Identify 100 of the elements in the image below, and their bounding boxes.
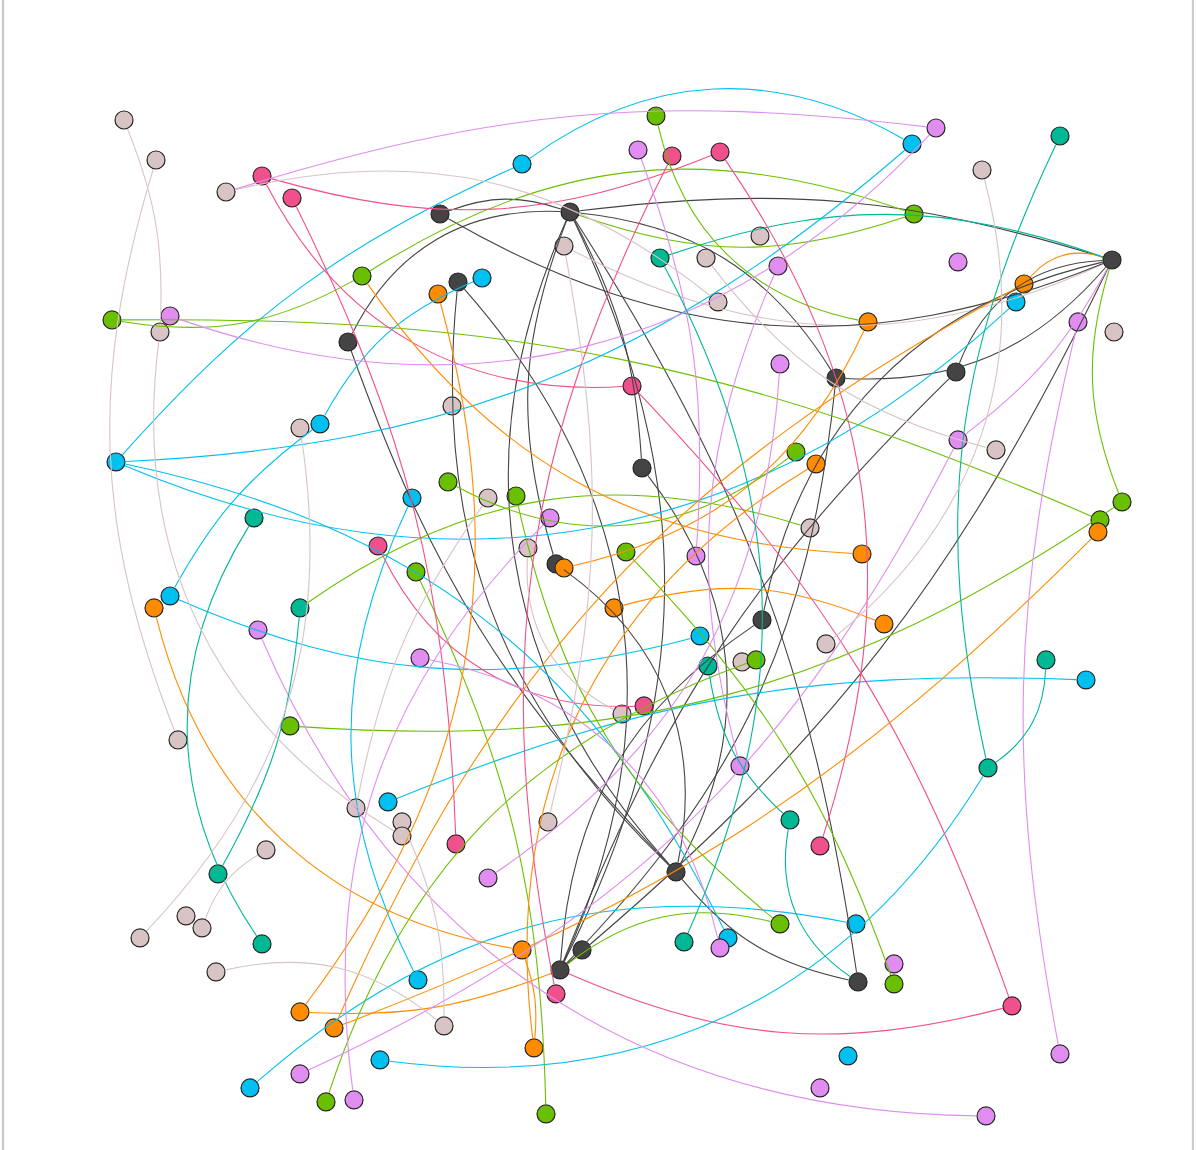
- edge: [957, 144, 1057, 760]
- network-node: [604, 598, 624, 618]
- network-node: [290, 1064, 310, 1084]
- network-node: [978, 758, 998, 778]
- network-node: [554, 558, 574, 578]
- network-node: [290, 1002, 310, 1022]
- network-node: [770, 914, 790, 934]
- edge: [308, 447, 955, 1071]
- edge: [125, 149, 906, 463]
- edge: [351, 210, 561, 334]
- edge: [178, 134, 930, 366]
- network-node: [282, 188, 302, 208]
- network-node: [512, 154, 532, 174]
- edge: [579, 212, 832, 371]
- edge: [832, 178, 1003, 639]
- edge: [1029, 252, 1104, 278]
- network-node: [114, 110, 134, 130]
- network-node: [634, 696, 654, 716]
- network-node: [838, 1046, 858, 1066]
- network-node: [430, 204, 450, 224]
- network-node: [972, 160, 992, 180]
- edge: [517, 504, 774, 919]
- edge: [153, 340, 395, 832]
- edge: [958, 259, 1103, 364]
- edge: [405, 830, 445, 1017]
- edge: [270, 155, 712, 211]
- network-node: [472, 268, 492, 288]
- edge: [369, 168, 906, 272]
- network-node: [1104, 322, 1124, 342]
- network-node: [538, 812, 558, 832]
- edge: [578, 214, 906, 248]
- network-node: [512, 940, 532, 960]
- edge: [155, 616, 514, 949]
- edge: [463, 288, 628, 962]
- network-node: [406, 562, 426, 582]
- network-node: [290, 598, 310, 618]
- edge: [845, 266, 1107, 380]
- network-node: [392, 826, 412, 846]
- network-node: [506, 486, 526, 506]
- network-node: [290, 418, 310, 438]
- edge: [344, 524, 544, 1091]
- edge: [527, 468, 809, 1039]
- edge: [234, 110, 927, 190]
- network-node: [926, 118, 946, 138]
- edge: [681, 878, 850, 981]
- edge: [527, 220, 568, 556]
- network-node: [478, 488, 498, 508]
- edge: [640, 158, 701, 547]
- edge: [657, 124, 860, 321]
- network-node: [874, 614, 894, 634]
- edge: [146, 436, 311, 932]
- network-node: [256, 840, 276, 860]
- network-node: [976, 1106, 996, 1126]
- edge: [647, 475, 728, 865]
- edge: [174, 429, 313, 589]
- edge: [428, 659, 719, 940]
- network-node: [160, 306, 180, 326]
- network-node: [554, 236, 574, 256]
- edge: [305, 302, 476, 1005]
- network-node: [144, 598, 164, 618]
- edge: [563, 569, 686, 864]
- network-node: [206, 962, 226, 982]
- network-node: [786, 442, 806, 462]
- network-node: [346, 798, 366, 818]
- network-node: [368, 536, 388, 556]
- network-node: [730, 756, 750, 776]
- network-node: [448, 272, 468, 292]
- edge: [350, 506, 415, 972]
- network-node: [338, 332, 358, 352]
- network-node: [1014, 274, 1034, 294]
- network-node: [696, 248, 716, 268]
- network-node: [442, 396, 462, 416]
- network-node: [434, 1016, 454, 1036]
- edge: [562, 378, 950, 962]
- edge: [1091, 268, 1120, 494]
- edge: [451, 290, 670, 866]
- network-node: [690, 626, 710, 646]
- network-node: [1088, 522, 1108, 542]
- network-node: [752, 610, 772, 630]
- edge: [357, 505, 484, 800]
- network-node: [628, 140, 648, 160]
- network-node: [524, 1038, 544, 1058]
- network-node: [1102, 250, 1122, 270]
- network-node: [160, 586, 180, 606]
- network-node: [698, 656, 718, 676]
- network-node: [746, 650, 766, 670]
- edge: [124, 463, 725, 930]
- network-node: [650, 248, 670, 268]
- edge: [572, 330, 865, 567]
- network-node: [612, 704, 632, 724]
- network-node: [252, 166, 272, 186]
- network-node: [1076, 670, 1096, 690]
- edge: [574, 219, 858, 974]
- network-node: [826, 368, 846, 388]
- network-node: [410, 648, 430, 668]
- edge: [204, 854, 259, 920]
- network-node: [310, 414, 330, 434]
- edge: [295, 206, 457, 835]
- network-node: [902, 134, 922, 154]
- network-node: [344, 1090, 364, 1110]
